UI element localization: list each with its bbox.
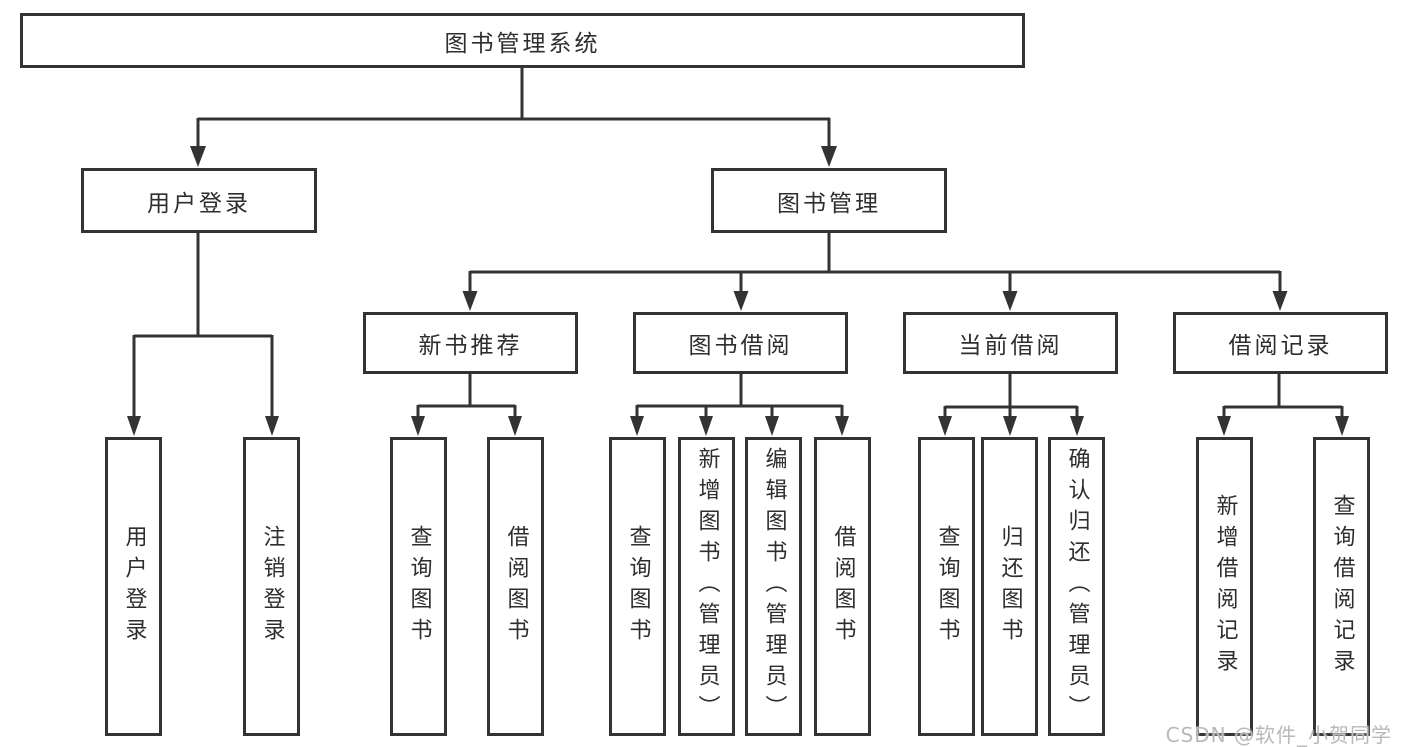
watermark: CSDN @软件_小贺同学	[1165, 723, 1392, 747]
leaf-add-book-admin: 新增图书（管理员）	[678, 437, 735, 736]
leaf-borrow-books-borrowing: 借阅图书	[814, 437, 871, 736]
node-book-management: 图书管理	[711, 168, 947, 233]
leaf-add-borrow-record: 新增借阅记录	[1196, 437, 1253, 736]
node-root: 图书管理系统	[20, 13, 1025, 68]
leaf-edit-book-admin: 编辑图书（管理员）	[745, 437, 802, 736]
node-new-book-recommendation: 新书推荐	[363, 312, 578, 374]
leaf-query-books-current: 查询图书	[918, 437, 975, 736]
leaf-logout-login: 注销登录	[243, 437, 300, 736]
leaf-confirm-return-admin: 确认归还（管理员）	[1048, 437, 1105, 736]
leaf-query-books-borrowing: 查询图书	[609, 437, 666, 736]
node-book-borrowing: 图书借阅	[633, 312, 848, 374]
leaf-user-login: 用户登录	[105, 437, 162, 736]
leaf-borrow-books-recommend: 借阅图书	[487, 437, 544, 736]
node-borrowing-records: 借阅记录	[1173, 312, 1388, 374]
node-current-borrowing: 当前借阅	[903, 312, 1118, 374]
leaf-query-books-recommend: 查询图书	[390, 437, 447, 736]
leaf-return-books: 归还图书	[981, 437, 1038, 736]
leaf-query-borrow-record: 查询借阅记录	[1313, 437, 1370, 736]
node-user-login: 用户登录	[81, 168, 317, 233]
